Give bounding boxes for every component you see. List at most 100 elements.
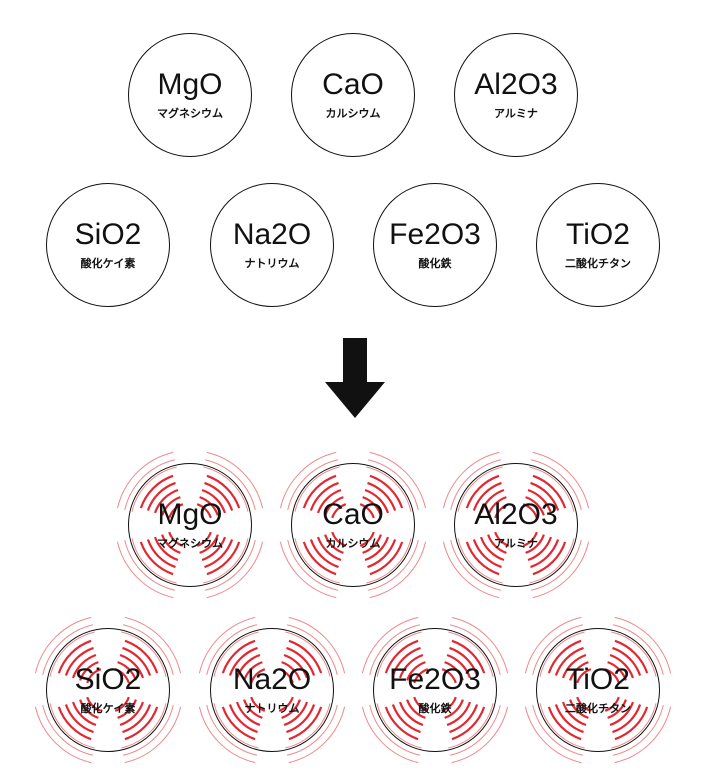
formula: Na2O [232,663,312,696]
vibration-arc [441,668,457,684]
vibration-arc [398,653,424,679]
vibration-arc [228,704,258,734]
compound-circle: SiO2 酸化ケイ素 [46,628,170,752]
vibration-arc [64,704,94,734]
vibration-arc [369,541,427,599]
vibration-arc [203,538,249,584]
vibration-arc [139,474,174,509]
vibration-arc [604,696,620,712]
vibration-arc [359,503,375,519]
vibration-arc [34,616,92,674]
vibration-arc [281,699,301,719]
formula: SiO2 [74,663,142,696]
formula: MgO [157,68,223,101]
compound-name: マグネシウム [157,538,223,550]
down-arrow-icon [325,338,385,418]
vibration-arc [524,706,582,764]
vibration-arc [221,706,256,741]
vibration-arc [359,531,375,547]
vibration-arc [34,706,92,764]
formula: Fe2O3 [389,663,481,696]
vibration-arc [576,668,592,684]
vibration-arc [124,539,176,591]
vibration-arc [287,459,339,511]
vibration-arc [532,474,567,509]
vibration-arc [448,703,494,749]
compound-name: 酸化ケイ素 [80,703,136,715]
vibration-arc [283,653,309,679]
vibration-arc [161,496,181,516]
vibration-arc [196,531,212,547]
vibration-arc [288,706,346,764]
vibration-arc [561,653,587,679]
vibration-arc [316,488,342,514]
vibration-arc [281,661,301,681]
compound-name: ナトリウム [244,258,300,270]
vibration-arc [532,704,584,756]
vibration-arc [114,696,130,712]
vibration-arc [384,639,419,674]
vibration-arc [71,653,97,679]
vibration-arc [49,703,95,749]
vibration-arc [611,631,657,677]
vibration-arc [448,631,494,677]
vibration-arc [228,646,258,676]
vibration-arc [221,639,256,674]
vibration-arc [204,539,256,591]
vibration-arc [302,474,337,509]
vibration-arc [525,496,545,516]
vibration-arc [532,541,567,576]
vibration-arc [367,539,397,569]
vibration-arc [366,466,412,512]
vibration-arc [614,639,649,674]
vibration-arc [86,668,102,684]
formula: MgO [157,498,223,531]
vibration-arc [206,541,241,576]
vibration-arc [114,668,130,684]
vibration-arc [57,639,92,674]
vibration-arc [121,631,167,677]
vibration-arc [367,539,419,591]
vibration-arc [286,704,338,756]
vibration-arc [479,536,505,562]
vibration-arc [42,704,94,756]
vibration-arc [122,704,174,756]
vibration-arc [122,646,152,676]
compound-name: 二酸化チタン [565,703,631,715]
vibration-arc [376,631,422,677]
formula: CaO [322,68,384,101]
vibration-arc [609,653,635,679]
vibration-arc [206,474,241,509]
vibration-arc [86,696,102,712]
vibration-arc [198,616,256,674]
vibration-arc [199,496,219,516]
vibration-arc [527,536,553,562]
vibration-arc [561,701,587,727]
vibration-arc [71,701,97,727]
vibration-arc [604,668,620,684]
vibration-arc [331,503,347,519]
compound-name: アルミナ [494,538,538,550]
vibration-arc [213,631,259,677]
vibration-arc [530,539,560,569]
vibration-arc [398,701,424,727]
vibration-arc [131,466,177,512]
vibration-arc [569,661,589,681]
formula: Fe2O3 [389,218,481,251]
vibration-arc [79,699,99,719]
vibration-arc [364,488,390,514]
vibration-arc [119,701,145,727]
vibration-arc [131,538,177,584]
vibration-arc [213,703,259,749]
vibration-arc [569,699,589,719]
vibration-arc [539,631,585,677]
vibration-arc [612,624,664,676]
